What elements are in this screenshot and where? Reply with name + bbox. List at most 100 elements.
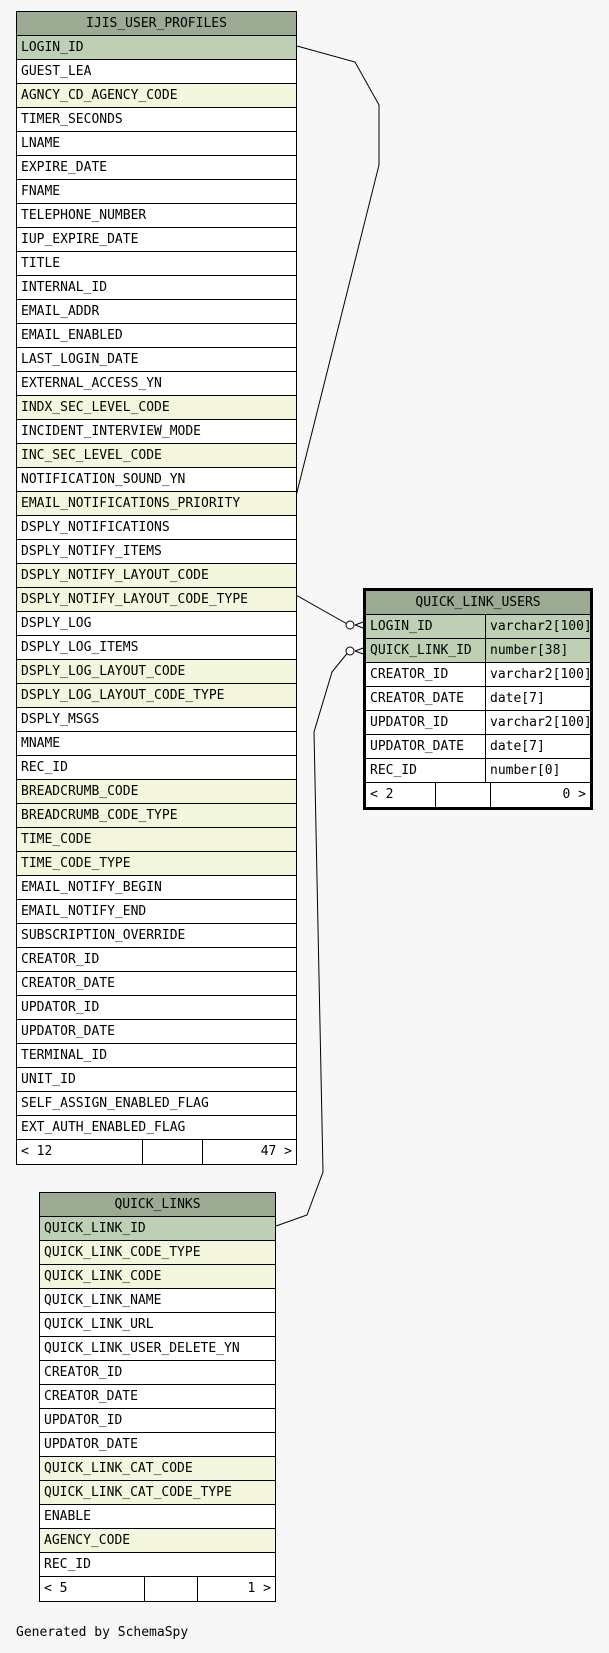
column-name: QUICK_LINK_CODE xyxy=(44,1269,162,1284)
column-name: UPDATOR_ID xyxy=(21,1000,100,1015)
column-name: REC_ID xyxy=(370,763,417,778)
column-row-dsply-notifications[interactable]: DSPLY_NOTIFICATIONS xyxy=(17,516,296,540)
column-row-subscription-override[interactable]: SUBSCRIPTION_OVERRIDE xyxy=(17,924,296,948)
column-name: DSPLY_NOTIFICATIONS xyxy=(21,520,170,535)
column-row-quick-link-id[interactable]: QUICK_LINK_ID xyxy=(40,1217,275,1241)
column-row-creator-date[interactable]: CREATOR_DATE xyxy=(40,1385,275,1409)
column-row-dsply-log-layout-code-type[interactable]: DSPLY_LOG_LAYOUT_CODE_TYPE xyxy=(17,684,296,708)
column-name: TELEPHONE_NUMBER xyxy=(21,208,147,223)
column-row-updator-date[interactable]: UPDATOR_DATE xyxy=(40,1433,275,1457)
column-row-rec-id[interactable]: REC_ID xyxy=(17,756,296,780)
column-name: EXT_AUTH_ENABLED_FLAG xyxy=(21,1120,186,1135)
column-row-rec-id[interactable]: REC_ID xyxy=(40,1553,275,1577)
column-row-creator-id[interactable]: CREATOR_ID xyxy=(40,1361,275,1385)
column-name: CREATOR_ID xyxy=(370,667,449,682)
column-row-agncy-cd-agency-code[interactable]: AGNCY_CD_AGENCY_CODE xyxy=(17,84,296,108)
column-name: QUICK_LINK_ID xyxy=(370,643,472,658)
column-row-terminal-id[interactable]: TERMINAL_ID xyxy=(17,1044,296,1068)
column-row-agency-code[interactable]: AGENCY_CODE xyxy=(40,1529,275,1553)
footer-middle xyxy=(142,1140,202,1164)
column-row-notification-sound-yn[interactable]: NOTIFICATION_SOUND_YN xyxy=(17,468,296,492)
column-row-login-id[interactable]: LOGIN_ID xyxy=(17,36,296,60)
column-row-internal-id[interactable]: INTERNAL_ID xyxy=(17,276,296,300)
column-row-email-notifications-priority[interactable]: EMAIL_NOTIFICATIONS_PRIORITY xyxy=(17,492,296,516)
column-row-lname[interactable]: LNAME xyxy=(17,132,296,156)
column-row-inc-sec-level-code[interactable]: INC_SEC_LEVEL_CODE xyxy=(17,444,296,468)
column-name: CREATOR_DATE xyxy=(44,1389,138,1404)
column-row-ext-auth-enabled-flag[interactable]: EXT_AUTH_ENABLED_FLAG xyxy=(17,1116,296,1140)
column-name: QUICK_LINK_USER_DELETE_YN xyxy=(44,1341,240,1356)
column-name: REC_ID xyxy=(44,1557,91,1572)
column-row-quick-link-cat-code-type[interactable]: QUICK_LINK_CAT_CODE_TYPE xyxy=(40,1481,275,1505)
column-row-email-addr[interactable]: EMAIL_ADDR xyxy=(17,300,296,324)
column-row-guest-lea[interactable]: GUEST_LEA xyxy=(17,60,296,84)
column-name: INTERNAL_ID xyxy=(21,280,108,295)
column-row-dsply-notify-layout-code[interactable]: DSPLY_NOTIFY_LAYOUT_CODE xyxy=(17,564,296,588)
column-row-email-notify-end[interactable]: EMAIL_NOTIFY_END xyxy=(17,900,296,924)
column-row-quick-link-url[interactable]: QUICK_LINK_URL xyxy=(40,1313,275,1337)
footer-right: 47 > xyxy=(202,1140,296,1164)
column-name: NOTIFICATION_SOUND_YN xyxy=(21,472,186,487)
column-name: REC_ID xyxy=(21,760,68,775)
column-name: LOGIN_ID xyxy=(21,40,84,55)
column-row-fname[interactable]: FNAME xyxy=(17,180,296,204)
column-row-breadcrumb-code-type[interactable]: BREADCRUMB_CODE_TYPE xyxy=(17,804,296,828)
column-row-quick-link-code[interactable]: QUICK_LINK_CODE xyxy=(40,1265,275,1289)
column-name: TIMER_SECONDS xyxy=(21,112,123,127)
column-row-time-code[interactable]: TIME_CODE xyxy=(17,828,296,852)
column-row-dsply-notify-layout-code-type[interactable]: DSPLY_NOTIFY_LAYOUT_CODE_TYPE xyxy=(17,588,296,612)
column-row-expire-date[interactable]: EXPIRE_DATE xyxy=(17,156,296,180)
column-row-indx-sec-level-code[interactable]: INDX_SEC_LEVEL_CODE xyxy=(17,396,296,420)
column-row-updator-id[interactable]: UPDATOR_ID xyxy=(17,996,296,1020)
column-row-email-enabled[interactable]: EMAIL_ENABLED xyxy=(17,324,296,348)
column-row-quick-link-user-delete-yn[interactable]: QUICK_LINK_USER_DELETE_YN xyxy=(40,1337,275,1361)
column-row-time-code-type[interactable]: TIME_CODE_TYPE xyxy=(17,852,296,876)
column-row-creator-id[interactable]: CREATOR_ID xyxy=(17,948,296,972)
column-row-dsply-notify-items[interactable]: DSPLY_NOTIFY_ITEMS xyxy=(17,540,296,564)
column-row-title[interactable]: TITLE xyxy=(17,252,296,276)
column-row-dsply-log[interactable]: DSPLY_LOG xyxy=(17,612,296,636)
column-row-breadcrumb-code[interactable]: BREADCRUMB_CODE xyxy=(17,780,296,804)
column-row-email-notify-begin[interactable]: EMAIL_NOTIFY_BEGIN xyxy=(17,876,296,900)
column-row-external-access-yn[interactable]: EXTERNAL_ACCESS_YN xyxy=(17,372,296,396)
column-row-updator-date[interactable]: UPDATOR_DATE xyxy=(17,1020,296,1044)
column-name: TIME_CODE xyxy=(21,832,92,847)
column-row-enable[interactable]: ENABLE xyxy=(40,1505,275,1529)
column-type: varchar2[100] xyxy=(485,711,590,734)
column-name: DSPLY_LOG_LAYOUT_CODE_TYPE xyxy=(21,688,225,703)
column-row-unit-id[interactable]: UNIT_ID xyxy=(17,1068,296,1092)
column-row-quick-link-cat-code[interactable]: QUICK_LINK_CAT_CODE xyxy=(40,1457,275,1481)
column-row-dsply-msgs[interactable]: DSPLY_MSGS xyxy=(17,708,296,732)
table-title: QUICK_LINK_USERS xyxy=(366,591,590,615)
column-name: UNIT_ID xyxy=(21,1072,76,1087)
column-row-creator-date[interactable]: CREATOR_DATE xyxy=(17,972,296,996)
column-name: EMAIL_NOTIFY_END xyxy=(21,904,147,919)
column-row-iup-expire-date[interactable]: IUP_EXPIRE_DATE xyxy=(17,228,296,252)
column-row-telephone-number[interactable]: TELEPHONE_NUMBER xyxy=(17,204,296,228)
column-row-incident-interview-mode[interactable]: INCIDENT_INTERVIEW_MODE xyxy=(17,420,296,444)
column-row-mname[interactable]: MNAME xyxy=(17,732,296,756)
table-title: QUICK_LINKS xyxy=(40,1193,275,1217)
column-row-last-login-date[interactable]: LAST_LOGIN_DATE xyxy=(17,348,296,372)
column-name: TITLE xyxy=(21,256,61,271)
column-row-self-assign-enabled-flag[interactable]: SELF_ASSIGN_ENABLED_FLAG xyxy=(17,1092,296,1116)
column-row-updator-id[interactable]: UPDATOR_ID xyxy=(40,1409,275,1433)
column-row-dsply-log-items[interactable]: DSPLY_LOG_ITEMS xyxy=(17,636,296,660)
column-name: EXTERNAL_ACCESS_YN xyxy=(21,376,162,391)
column-row-dsply-log-layout-code[interactable]: DSPLY_LOG_LAYOUT_CODE xyxy=(17,660,296,684)
column-row-quick-link-code-type[interactable]: QUICK_LINK_CODE_TYPE xyxy=(40,1241,275,1265)
column-row-quick-link-name[interactable]: QUICK_LINK_NAME xyxy=(40,1289,275,1313)
footer-left: < 5 xyxy=(44,1581,68,1596)
column-row-timer-seconds[interactable]: TIMER_SECONDS xyxy=(17,108,296,132)
